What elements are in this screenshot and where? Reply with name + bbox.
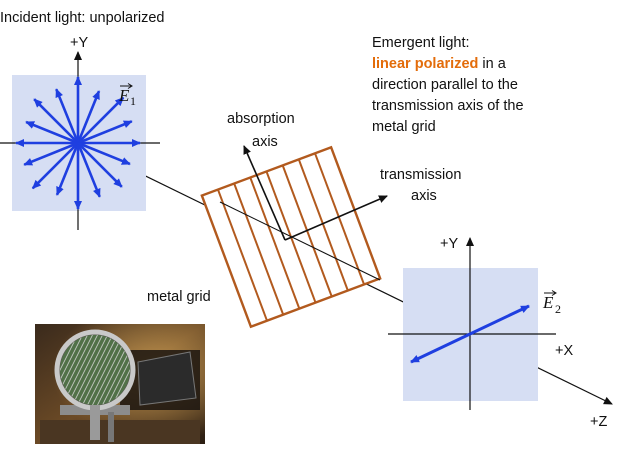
emergent-line-1: Emergent light: xyxy=(372,35,470,51)
transmission-axis-arrow xyxy=(284,195,388,241)
emergent-caption: Emergent light: linear polarized in a di… xyxy=(372,35,524,135)
transmission-label-1: transmission xyxy=(380,167,461,183)
photo-wire xyxy=(109,335,130,405)
field-vector xyxy=(77,142,123,188)
field-vector xyxy=(31,142,79,190)
e2-symbol: E xyxy=(542,293,554,312)
metal-grid-label: metal grid xyxy=(147,289,211,305)
emergent-y-label: +Y xyxy=(440,236,458,252)
transmission-label-2: axis xyxy=(411,188,437,204)
grid-wire xyxy=(314,152,365,285)
z-axis-through-grid xyxy=(219,201,381,281)
absorption-label-1: absorption xyxy=(227,111,295,127)
photo-wire xyxy=(60,335,86,405)
emergent-line-4: transmission axis of the xyxy=(372,98,524,114)
photo-wire xyxy=(60,335,81,405)
emergent-line-2: linear polarized in a xyxy=(372,56,507,72)
absorption-axis-arrow xyxy=(243,145,286,241)
e1-subscript: 1 xyxy=(130,94,136,108)
emergent-line-2-rest: in a xyxy=(478,56,506,72)
grid-wire xyxy=(217,189,268,322)
field-vector xyxy=(55,142,80,196)
e2-vector-pos xyxy=(469,304,530,336)
grid-wire xyxy=(249,177,301,309)
emergent-panel: +Y +X E 2 xyxy=(388,236,573,410)
emergent-line-3: direction parallel to the xyxy=(372,77,518,93)
field-vector xyxy=(25,120,79,145)
emergent-line-5: metal grid xyxy=(372,119,436,135)
photo-wire xyxy=(69,335,111,405)
emergent-x-label: +X xyxy=(555,343,573,359)
field-vector xyxy=(76,90,101,144)
z-axis-label: +Z xyxy=(590,414,607,430)
photo-metal-grid-polarizer xyxy=(35,324,205,444)
field-vector xyxy=(76,142,101,198)
e2-vector-mark-head xyxy=(551,290,557,296)
absorption-label-2: axis xyxy=(252,134,278,150)
incident-panel: +Y E 1 xyxy=(0,35,160,230)
incident-y-label: +Y xyxy=(70,35,88,51)
field-vector xyxy=(33,98,79,144)
photo-wire xyxy=(79,335,121,405)
grid-wire xyxy=(297,159,349,291)
grid-wire xyxy=(233,183,285,315)
incident-caption: Incident light: unpolarized xyxy=(0,10,164,26)
e1-symbol: E xyxy=(118,86,130,105)
photo-wire xyxy=(104,335,130,405)
e2-subscript: 2 xyxy=(555,302,561,316)
photo-wire xyxy=(60,335,91,405)
field-vector xyxy=(77,141,131,166)
e1-vector-mark-head xyxy=(127,83,133,89)
emergent-highlight: linear polarized xyxy=(372,56,478,72)
photo-wire xyxy=(99,335,130,405)
incident-field-vectors xyxy=(15,76,141,210)
field-vector xyxy=(77,120,133,145)
field-vector xyxy=(23,141,79,166)
field-vector xyxy=(55,88,80,144)
field-vector xyxy=(77,96,125,144)
photo-wire xyxy=(74,335,116,405)
e2-vector-neg xyxy=(410,332,471,364)
